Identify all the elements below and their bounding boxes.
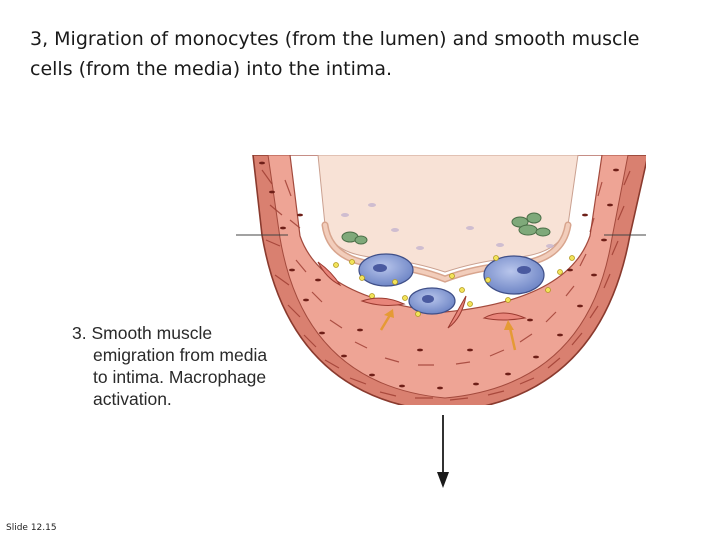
macrophage-left — [359, 254, 413, 286]
caption-line-4: activation. — [72, 388, 332, 410]
macrophage-right — [484, 256, 544, 294]
next-step-arrow — [437, 415, 449, 488]
macrophage-middle — [409, 288, 455, 314]
caption-line-2: emigration from media — [72, 344, 332, 366]
caption-line-1: 3. Smooth muscle — [72, 322, 332, 344]
slide-number: Slide 12.15 — [6, 523, 57, 533]
step-caption: 3. Smooth muscle emigration from media t… — [72, 322, 332, 410]
caption-line-3: to intima. Macrophage — [72, 366, 332, 388]
